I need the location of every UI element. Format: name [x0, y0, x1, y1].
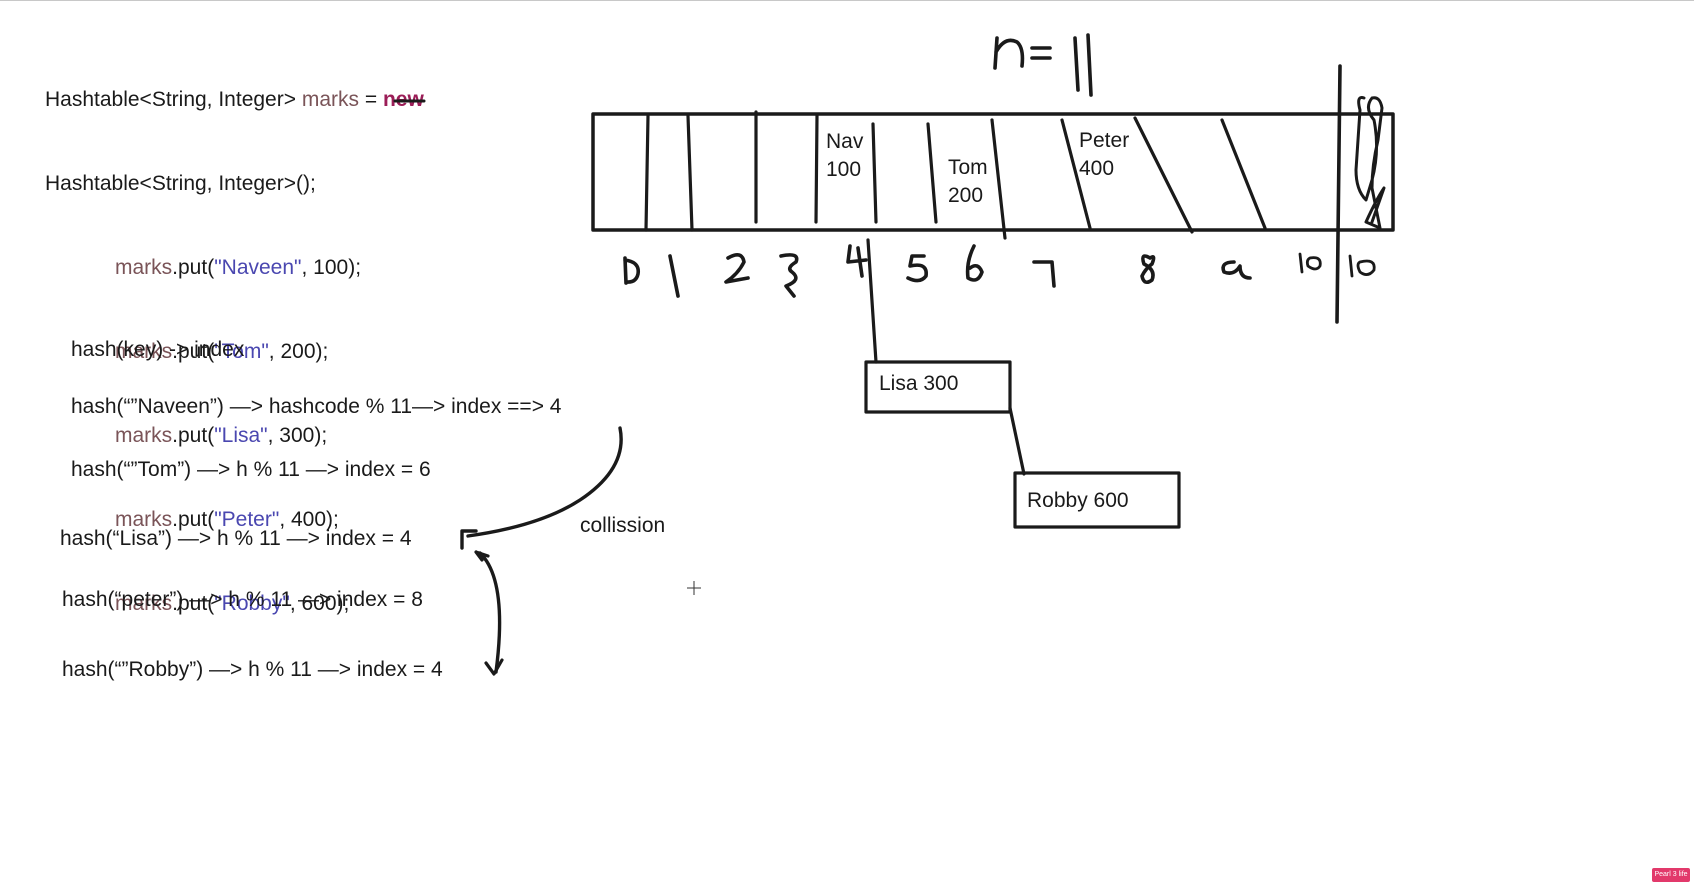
code-args: , 100); — [301, 256, 362, 279]
code-line-put: marks.put("Naveen", 100); — [45, 254, 424, 282]
hash-peter-line: hash(“peter”) —> h % 11 —> index = 8 — [62, 588, 423, 611]
index-10a — [1298, 252, 1322, 274]
index-1 — [668, 254, 680, 298]
arrowhead-lisa — [460, 529, 478, 550]
scribble-mark — [1354, 96, 1386, 230]
code-variable: marks — [301, 88, 360, 111]
index-5 — [906, 254, 928, 283]
code-variable: marks — [115, 340, 173, 363]
code-line-constructor: Hashtable<String, Integer>(); — [45, 172, 316, 195]
index-digits — [623, 244, 1376, 298]
hash-definition: hash(key) -> index — [71, 338, 245, 361]
chain-link-lisa-robby — [1008, 406, 1026, 476]
code-variable: marks — [115, 256, 173, 279]
array-outline — [591, 112, 1395, 232]
lisa-node-box — [864, 360, 1012, 414]
code-variable: marks — [115, 592, 173, 615]
code-assign: = — [359, 88, 383, 111]
crosshair-cursor-icon — [687, 581, 701, 595]
code-string: "Tom" — [214, 340, 269, 363]
index-4 — [846, 244, 868, 278]
robby-node-label: Robby 600 — [1027, 489, 1129, 512]
code-variable: marks — [115, 424, 173, 447]
code-type: Hashtable<String, Integer> — [45, 88, 302, 111]
code-string: "Naveen" — [214, 256, 302, 279]
code-string: "Peter" — [214, 508, 280, 531]
code-variable: marks — [115, 508, 173, 531]
collision-label: collission — [580, 514, 666, 537]
robby-node-box — [1013, 471, 1181, 529]
collision-arrow-lisa — [466, 426, 623, 538]
index-8 — [1140, 254, 1156, 285]
code-method: .put( — [172, 592, 215, 615]
slot4-entry: Nav 100 — [826, 130, 864, 181]
hash-robby-line: hash(“”Robby”) —> h % 11 —> index = 4 — [62, 658, 443, 681]
capacity-annotation — [993, 33, 1093, 97]
hash-lisa-line: hash(“Lisa”) —> h % 11 —> index = 4 — [60, 527, 412, 550]
collision-arrow-robby — [478, 551, 502, 674]
arrowhead-robby — [474, 550, 504, 676]
code-string: "Lisa" — [214, 424, 268, 447]
code-args: , 600); — [289, 592, 350, 615]
code-method: .put( — [172, 340, 215, 363]
watermark-logo: Pearl 3 life — [1652, 868, 1690, 882]
code-line-put: marks.put("Lisa", 300); — [45, 422, 424, 450]
slot-dividers — [644, 64, 1342, 324]
code-line-put: marks.put("Robby", 600); — [45, 590, 424, 618]
index-0 — [623, 256, 641, 285]
code-method: .put( — [172, 424, 215, 447]
index-10b — [1348, 254, 1376, 278]
code-args: , 300); — [267, 424, 328, 447]
index-6 — [965, 244, 984, 282]
hash-naveen-line: hash(“”Naveen”) —> hashcode % 11—> index… — [71, 395, 562, 418]
chain-link-slot4-lisa — [866, 238, 878, 364]
index-7 — [1032, 260, 1056, 288]
code-method: .put( — [172, 508, 215, 531]
code-line-put: marks.put("Tom", 200); — [45, 338, 424, 366]
index-3 — [779, 253, 799, 298]
code-block: Hashtable<String, Integer> marks = new H… — [45, 30, 424, 646]
lisa-node-label: Lisa 300 — [879, 372, 959, 395]
slot8-entry: Peter 400 — [1079, 129, 1130, 180]
code-method: .put( — [172, 256, 215, 279]
code-args: , 200); — [268, 340, 329, 363]
code-string: "Robby" — [214, 592, 290, 615]
slot6-entry: Tom 200 — [948, 156, 988, 207]
index-9 — [1221, 260, 1252, 280]
code-line-put: marks.put("Peter", 400); — [45, 506, 424, 534]
index-2 — [724, 253, 750, 284]
code-args: , 400); — [279, 508, 339, 531]
code-line-decl: Hashtable<String, Integer> marks = new — [45, 86, 424, 114]
top-border — [0, 0, 1694, 1]
hash-tom-line: hash(“”Tom”) —> h % 11 —> index = 6 — [71, 458, 431, 481]
